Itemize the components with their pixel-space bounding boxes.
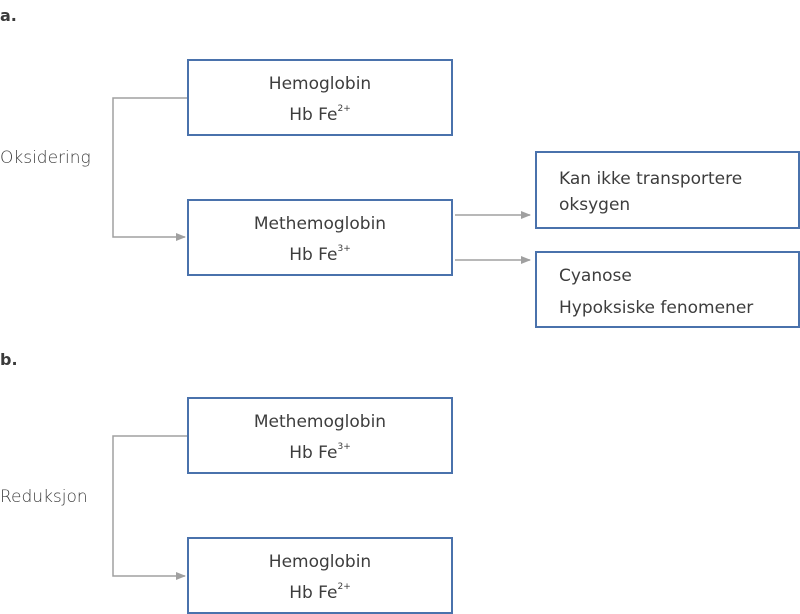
formula-text: Hb Fe <box>289 583 338 603</box>
formula-text: Hb Fe <box>289 105 338 125</box>
methemoglobin-formula: Hb Fe3+ <box>189 245 451 265</box>
panel-a-label: a. <box>0 6 17 25</box>
panel-b-label: b. <box>0 350 18 369</box>
charge-superscript: 2+ <box>337 104 351 115</box>
methemoglobin-formula: Hb Fe3+ <box>189 443 451 463</box>
formula-text: Hb Fe <box>289 443 338 463</box>
methemoglobin-name: Methemoglobin <box>253 412 387 432</box>
methemoglobin-box: Methemoglobin Hb Fe3+ <box>187 199 453 276</box>
hemoglobin-formula: Hb Fe2+ <box>189 583 451 603</box>
effect-line: oksygen <box>559 195 631 215</box>
effect-line: Hypoksiske fenomener <box>559 298 754 318</box>
oxidation-connector <box>112 97 187 241</box>
methemoglobin-name: Methemoglobin <box>253 214 387 234</box>
charge-superscript: 2+ <box>337 582 351 593</box>
effect-line: Cyanose <box>559 266 632 286</box>
hemoglobin-name: Hemoglobin <box>268 74 372 94</box>
oxidation-label: Oksidering <box>0 148 91 168</box>
reduction-connector <box>112 435 187 580</box>
effect-line: Kan ikke transportere <box>559 169 743 189</box>
charge-superscript: 3+ <box>337 244 351 255</box>
methemoglobin-box: Methemoglobin Hb Fe3+ <box>187 397 453 474</box>
reduction-label: Reduksjon <box>0 487 88 507</box>
hemoglobin-formula: Hb Fe2+ <box>189 105 451 125</box>
formula-text: Hb Fe <box>289 245 338 265</box>
hemoglobin-box: Hemoglobin Hb Fe2+ <box>187 537 453 614</box>
hemoglobin-name: Hemoglobin <box>268 552 372 572</box>
transport-effect-box: Kan ikke transportere oksygen <box>535 151 800 229</box>
hemoglobin-box: Hemoglobin Hb Fe2+ <box>187 59 453 136</box>
cyanose-effect-box: Cyanose Hypoksiske fenomener <box>535 251 800 328</box>
charge-superscript: 3+ <box>337 442 351 453</box>
